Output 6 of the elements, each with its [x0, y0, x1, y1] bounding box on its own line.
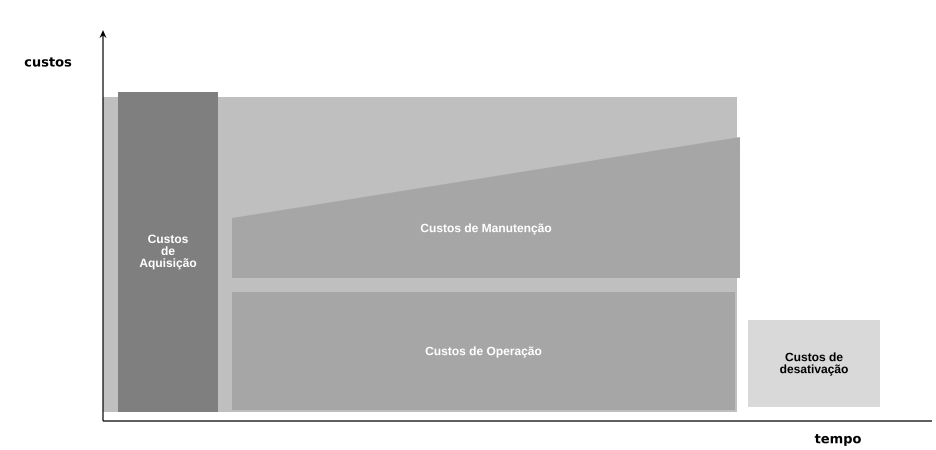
- axis-label: tempo: [814, 434, 861, 446]
- cost-trapezoid: Custos de Manutenção: [232, 137, 740, 278]
- axis-label: custos: [24, 57, 72, 67]
- cost-bar: Custos de desativação: [748, 320, 880, 407]
- cost-bar: Custos de Aquisição: [118, 92, 218, 412]
- cost-bar: Custos de Operação: [232, 292, 735, 410]
